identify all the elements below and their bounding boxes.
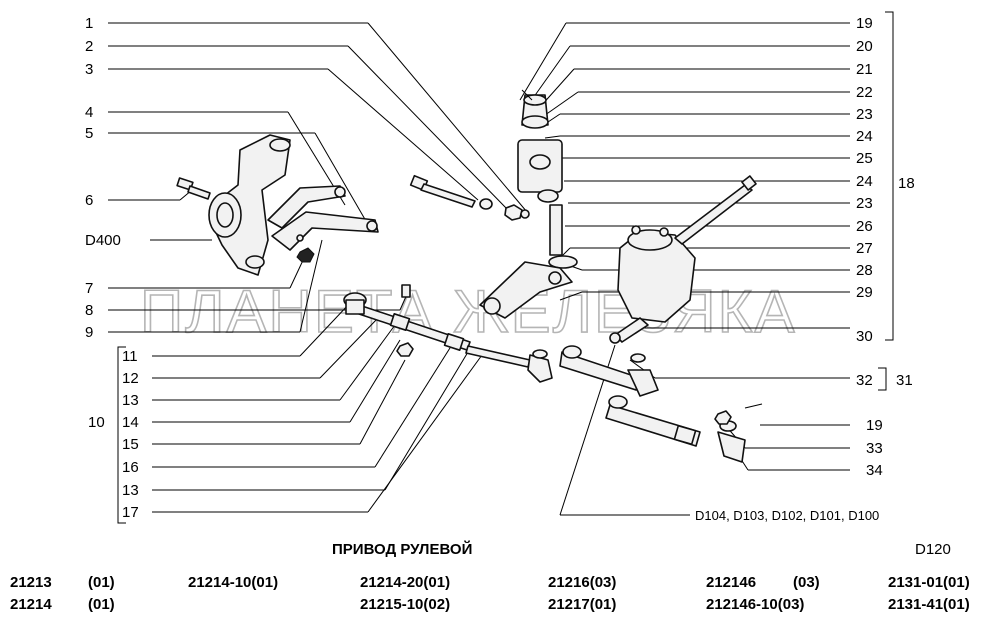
label-23b: 23 xyxy=(856,195,873,212)
left-labels: 1 2 3 4 5 6 D400 7 8 9 11 12 13 14 15 16… xyxy=(85,15,139,521)
steering-arms xyxy=(267,185,379,251)
label-15: 15 xyxy=(122,436,139,453)
label-23: 23 xyxy=(856,106,873,123)
model-code: 21216(03) xyxy=(548,574,617,591)
label-19b: 19 xyxy=(866,417,883,434)
label-33: 33 xyxy=(866,440,883,457)
label-13b: 13 xyxy=(122,482,139,499)
model-code: 212146-10(03) xyxy=(706,596,805,613)
label-20: 20 xyxy=(856,38,873,55)
label-29: 29 xyxy=(856,284,873,301)
pendulum-arm-bracket xyxy=(517,89,578,269)
label-14: 14 xyxy=(122,414,139,431)
model-code: 21214-10(01) xyxy=(188,574,279,591)
model-code: (01) xyxy=(88,574,115,591)
model-code: 21215-10(02) xyxy=(360,596,451,613)
label-34: 34 xyxy=(866,462,883,479)
label-4: 4 xyxy=(85,104,93,121)
label-2: 2 xyxy=(85,38,93,55)
idler-arm xyxy=(479,261,573,319)
model-code: 21217(01) xyxy=(548,596,617,613)
model-code: 21214 xyxy=(10,596,52,613)
sheet-code: D120 xyxy=(915,541,951,558)
label-28: 28 xyxy=(856,262,873,279)
label-13: 13 xyxy=(122,392,139,409)
label-21: 21 xyxy=(856,61,873,78)
steering-gear xyxy=(614,175,757,343)
label-22: 22 xyxy=(856,84,873,101)
label-8: 8 xyxy=(85,302,93,319)
model-code: 2131-01(01) xyxy=(888,574,970,591)
label-30: 30 xyxy=(856,328,873,345)
label-16: 16 xyxy=(122,459,139,476)
right-labels: 19 20 21 22 23 24 25 24 23 26 27 28 29 3… xyxy=(695,15,915,523)
nut-7 xyxy=(296,247,315,263)
label-19: 19 xyxy=(856,15,873,32)
diagram-title: ПРИВОД РУЛЕВОЙ xyxy=(332,541,473,558)
long-bolt xyxy=(409,174,530,221)
label-12: 12 xyxy=(122,370,139,387)
label-32: 32 xyxy=(856,372,873,389)
label-group-31: 31 xyxy=(896,372,913,389)
ball-stud xyxy=(609,332,621,344)
label-17: 17 xyxy=(122,504,139,521)
label-group-18: 18 xyxy=(898,175,915,192)
steering-knuckle xyxy=(208,134,291,276)
label-1: 1 xyxy=(85,15,93,32)
tie-rod-end-right-2 xyxy=(605,395,763,463)
model-code: 21214-20(01) xyxy=(360,574,451,591)
steering-drive-diagram: ПЛАНЕТА ЖЕЛЕЗЯКА xyxy=(85,11,915,524)
label-group-10: 10 xyxy=(88,414,105,431)
left-leader-lines xyxy=(108,22,528,524)
label-26: 26 xyxy=(856,218,873,235)
model-code: 21213 xyxy=(10,574,52,591)
bolt-6 xyxy=(176,177,211,200)
label-27: 27 xyxy=(856,240,873,257)
label-9: 9 xyxy=(85,324,93,341)
label-6: 6 xyxy=(85,192,93,209)
tie-rod-middle xyxy=(343,284,531,368)
label-24: 24 xyxy=(856,128,873,145)
model-code: (03) xyxy=(793,574,820,591)
label-d400: D400 xyxy=(85,232,121,249)
label-3: 3 xyxy=(85,61,93,78)
model-code: 2131-41(01) xyxy=(888,596,970,613)
label-11: 11 xyxy=(122,348,138,365)
label-24b: 24 xyxy=(856,173,873,190)
label-7: 7 xyxy=(85,280,93,297)
label-5: 5 xyxy=(85,125,93,142)
tie-rod-end-right-1 xyxy=(527,345,659,397)
variant-codes: D104, D103, D102, D101, D100 xyxy=(695,508,879,523)
label-25: 25 xyxy=(856,150,873,167)
model-code: 212146 xyxy=(706,574,757,591)
model-code: (01) xyxy=(88,596,115,613)
